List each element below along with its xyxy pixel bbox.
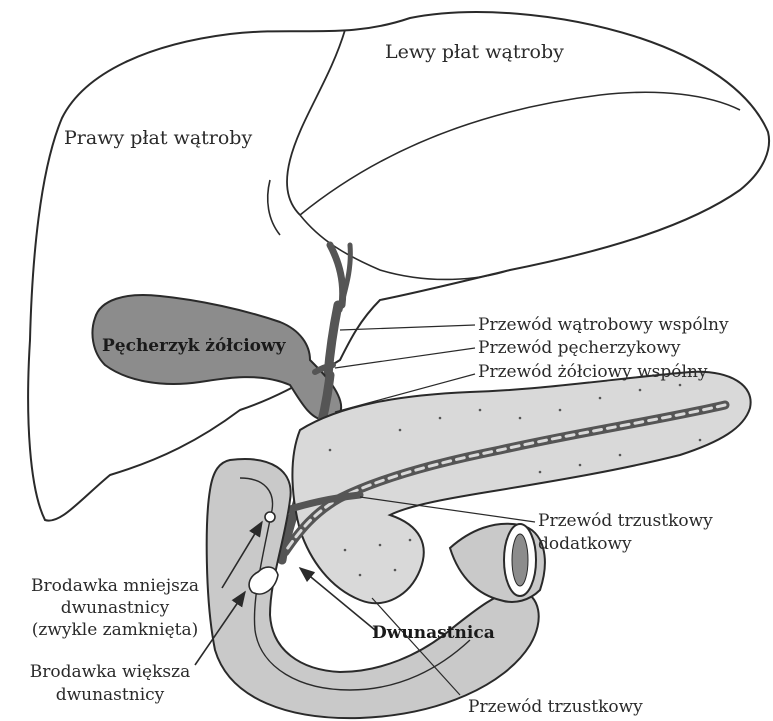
label-duodenum: Dwunastnica	[372, 623, 495, 643]
label-common-bile-duct: Przewód żółciowy wspólny	[478, 362, 708, 382]
label-minor-papilla-3: (zwykle zamknięta)	[10, 620, 220, 640]
label-major-papilla-1: Brodawka większa	[10, 662, 210, 682]
leader-common-hepatic-duct	[340, 325, 475, 330]
label-right-liver-lobe: Prawy płat wątroby	[64, 128, 252, 148]
minor-papilla-dot	[265, 512, 275, 522]
label-minor-papilla-2: dwunastnicy	[10, 598, 220, 618]
label-common-hepatic-duct: Przewód wątrobowy wspólny	[478, 315, 729, 335]
label-gallbladder: Pęcherzyk żółciowy	[102, 336, 286, 356]
label-accessory-pancreatic-duct-2: dodatkowy	[538, 534, 632, 554]
label-accessory-pancreatic-duct-1: Przewód trzustkowy	[538, 511, 713, 531]
label-left-liver-lobe: Lewy płat wątroby	[385, 42, 564, 62]
jejunum-lumen	[512, 534, 528, 586]
label-cystic-duct: Przewód pęcherzykowy	[478, 338, 681, 358]
label-minor-papilla-1: Brodawka mniejsza	[10, 576, 220, 596]
label-major-papilla-2: dwunastnicy	[10, 685, 210, 705]
leader-cystic-duct	[335, 348, 475, 368]
label-pancreatic-duct: Przewód trzustkowy	[468, 697, 643, 717]
